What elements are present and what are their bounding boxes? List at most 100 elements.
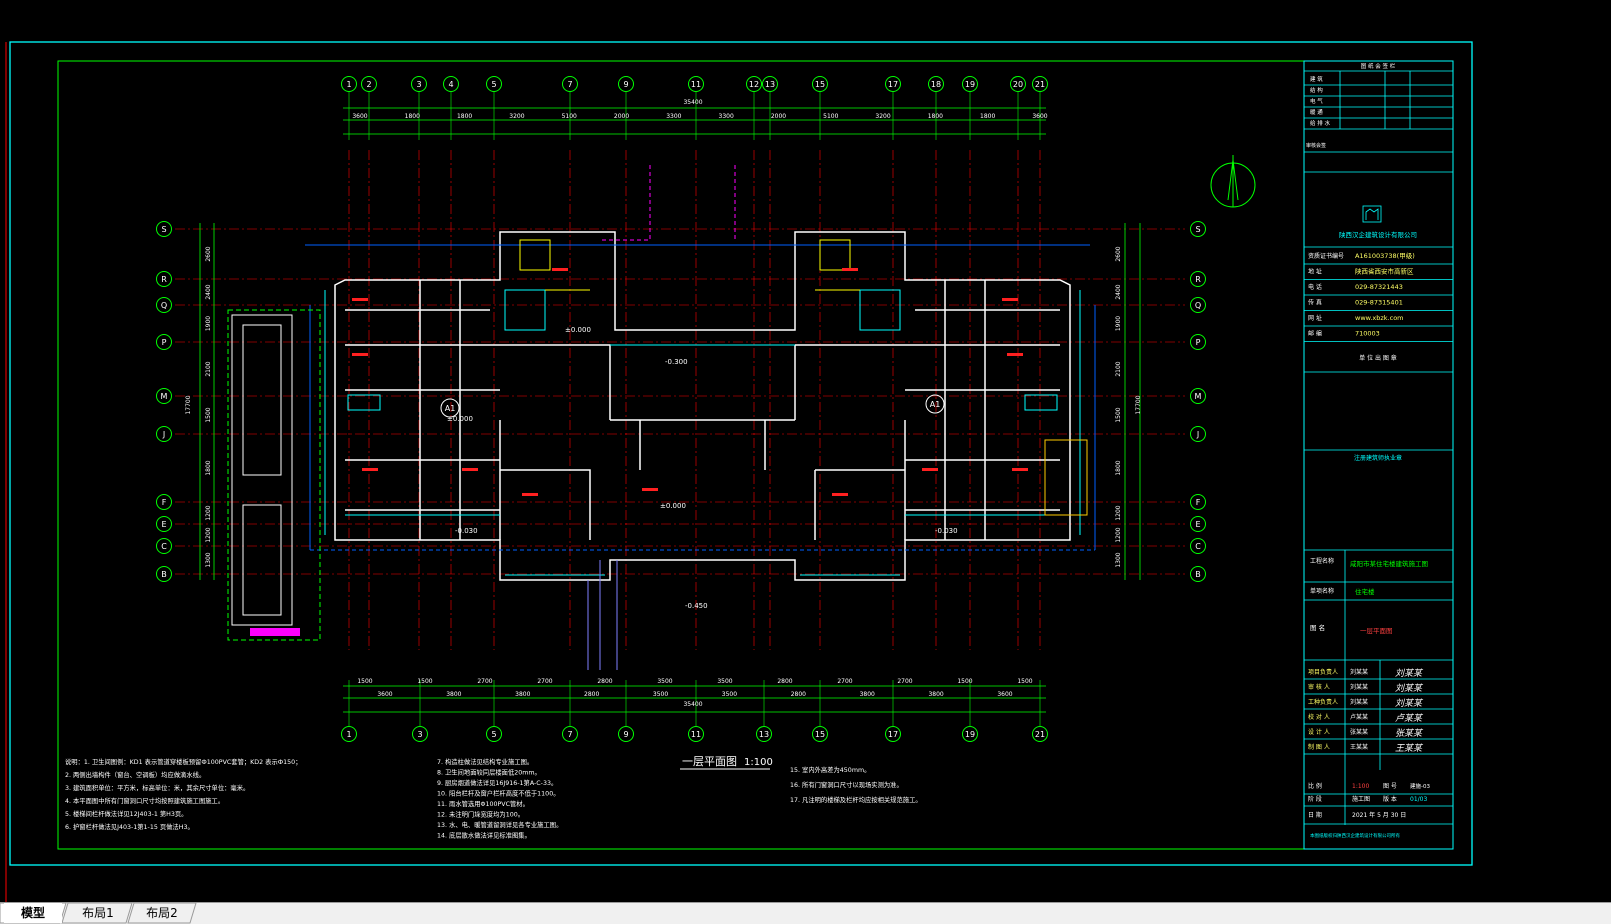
dim-text: 3600 bbox=[377, 691, 392, 698]
axis-bubble-left bbox=[156, 297, 172, 313]
axis-bubble-top-label: 5 bbox=[491, 80, 496, 89]
title-block-text: 设 计 人 bbox=[1308, 728, 1330, 736]
dim-text: 3200 bbox=[509, 113, 524, 120]
axis-bubble-bottom bbox=[885, 726, 901, 742]
dim-text: 3500 bbox=[657, 678, 672, 685]
title-block-text: 版 本 bbox=[1383, 795, 1397, 803]
axis-bubble-left-label: E bbox=[161, 520, 166, 529]
dim-text: 3500 bbox=[722, 691, 737, 698]
dim-text: 2800 bbox=[584, 691, 599, 698]
note-line: 3. 建筑面积单位：平方米，标高单位：米，其余尺寸单位：毫米。 bbox=[65, 783, 249, 792]
drawing-scale: 1:100 bbox=[744, 757, 773, 768]
title-block-text: 张某某 bbox=[1350, 728, 1368, 736]
axis-bubble-right-label: F bbox=[1196, 498, 1201, 507]
title-block-text: 地 址 bbox=[1308, 268, 1322, 276]
axis-bubble-right bbox=[1190, 388, 1206, 404]
dim-text: 3500 bbox=[717, 678, 732, 685]
axis-bubble-left bbox=[156, 271, 172, 287]
axis-bubble-right bbox=[1190, 538, 1206, 554]
axis-bubble-left-label: C bbox=[161, 542, 167, 551]
axis-bubble-right bbox=[1190, 297, 1206, 313]
axis-bubble-left-label: R bbox=[161, 275, 167, 284]
dim-text: 1800 bbox=[457, 113, 472, 120]
axis-bubble-bottom bbox=[412, 726, 428, 742]
dim-text: 1500 bbox=[417, 678, 432, 685]
dim-text: 2800 bbox=[597, 678, 612, 685]
axis-bubble-top-label: 17 bbox=[888, 80, 898, 89]
title-block-text: 日 期 bbox=[1308, 811, 1322, 819]
title-block-text: 刘某某 bbox=[1395, 698, 1424, 709]
title-block-text: 暖 通 bbox=[1310, 108, 1323, 116]
axis-bubble-right-label: P bbox=[1196, 338, 1201, 347]
title-block-text: A161003738(甲级) bbox=[1355, 251, 1415, 260]
dim-text: 3300 bbox=[719, 113, 734, 120]
axis-bubble-top-label: 19 bbox=[965, 80, 975, 89]
axis-bubble-top-label: 7 bbox=[567, 80, 572, 89]
title-block-text: 工程名称 bbox=[1310, 557, 1334, 565]
axis-bubble-top bbox=[688, 76, 704, 92]
axis-bubble-top-label: 9 bbox=[623, 80, 628, 89]
axis-bubble-left-label: F bbox=[162, 498, 167, 507]
axis-bubble-left-label: P bbox=[162, 338, 167, 347]
dim-text: 3800 bbox=[860, 691, 875, 698]
axis-bubble-top bbox=[1010, 76, 1026, 92]
title-block-text: 卢某某 bbox=[1350, 713, 1368, 721]
title-block-text: 咸阳市某住宅楼建筑施工图 bbox=[1350, 559, 1428, 568]
axis-bubble-right-label: J bbox=[1196, 430, 1199, 439]
axis-bubble-right bbox=[1190, 516, 1206, 532]
note-line: 9. 厨房烟道做法详见16J916-1第A-C-33。 bbox=[437, 778, 557, 787]
title-block-text: 王某某 bbox=[1395, 743, 1424, 754]
title-block-text: 图 纸 会 签 栏 bbox=[1361, 62, 1396, 70]
axis-bubble-left bbox=[156, 334, 172, 350]
dim-text: 1500 bbox=[1115, 407, 1122, 422]
level-mark: -0.450 bbox=[685, 602, 708, 610]
axis-bubble-top bbox=[962, 76, 978, 92]
title-block-text: 项目负责人 bbox=[1308, 668, 1338, 676]
axis-bubble-right bbox=[1190, 494, 1206, 510]
axis-bubble-bottom bbox=[812, 726, 828, 742]
tab-layout1[interactable]: 布局1 bbox=[82, 906, 114, 920]
dim-text: 3800 bbox=[928, 691, 943, 698]
axis-bubble-top bbox=[885, 76, 901, 92]
axis-bubble-left-label: B bbox=[161, 570, 167, 579]
title-block-text: www.xbzk.com bbox=[1355, 314, 1404, 322]
axis-bubble-top-label: 21 bbox=[1035, 80, 1045, 89]
tab-layout2[interactable]: 布局2 bbox=[146, 906, 178, 920]
title-block-text: 01/03 bbox=[1410, 796, 1427, 803]
tab-model[interactable]: 模型 bbox=[4, 903, 62, 923]
title-block-text: 1:100 bbox=[1352, 783, 1369, 790]
axis-bubble-bottom-label: 11 bbox=[691, 730, 701, 739]
dim-text: 1200 bbox=[1115, 505, 1122, 520]
title-block-text: 单项名称 bbox=[1310, 587, 1334, 595]
title-block-text: 卢某某 bbox=[1395, 713, 1424, 724]
sheet-border-inner bbox=[57, 60, 1454, 850]
note-line: 5. 楼梯间栏杆做法详见12J403-1 第H3页。 bbox=[65, 809, 187, 818]
axis-bubble-top-label: 2 bbox=[366, 80, 371, 89]
title-block-text: 注册建筑师执业章 bbox=[1354, 454, 1402, 462]
title-block-text: 刘某某 bbox=[1395, 668, 1424, 679]
note-line: 2. 两侧出墙构件（窗台、空调板）均应做滴水线。 bbox=[65, 770, 205, 779]
axis-bubble-bottom-label: 17 bbox=[888, 730, 898, 739]
dim-text: 3600 bbox=[1032, 113, 1047, 120]
axis-bubble-top bbox=[443, 76, 459, 92]
dim-text: 1900 bbox=[1115, 316, 1122, 331]
axis-bubble-right bbox=[1190, 334, 1206, 350]
plan-total-dim-bottom: 35400 bbox=[683, 701, 702, 708]
title-block-text: 张某某 bbox=[1395, 728, 1424, 739]
axis-bubble-bottom bbox=[1032, 726, 1048, 742]
axis-bubble-top bbox=[562, 76, 578, 92]
axis-bubble-right-label: E bbox=[1195, 520, 1200, 529]
axis-bubble-right-label: C bbox=[1195, 542, 1201, 551]
note-line: 说明：1. 卫生间图例：KD1 表示管道穿楼板预留Ф100PVC套管；KD2 表… bbox=[65, 757, 302, 766]
unit-label-right: A1 bbox=[930, 400, 941, 409]
axis-bubble-bottom bbox=[756, 726, 772, 742]
level-mark: ±0.000 bbox=[447, 415, 473, 423]
axis-bubble-left-label: S bbox=[161, 225, 166, 234]
axis-bubble-bottom-label: 9 bbox=[623, 730, 628, 739]
axis-bubble-right-label: B bbox=[1195, 570, 1201, 579]
axis-bubble-top bbox=[812, 76, 828, 92]
dim-text: 2400 bbox=[205, 284, 212, 299]
